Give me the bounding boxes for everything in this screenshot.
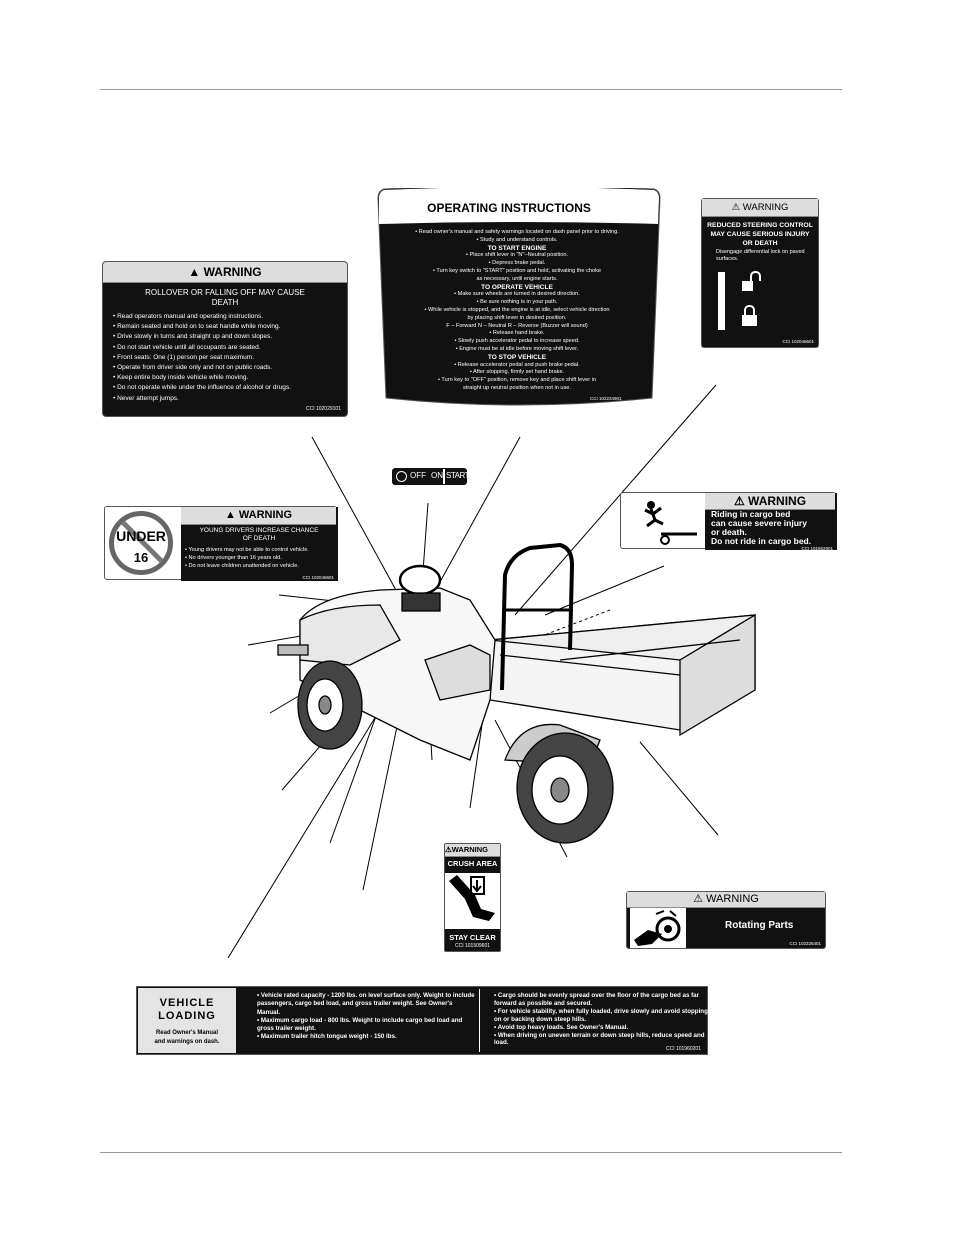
warning-header-bar: ▲ WARNING bbox=[103, 262, 347, 283]
key-off-label: OFF bbox=[410, 471, 426, 480]
list-item: Remain seated and hold on to seat handle… bbox=[113, 322, 291, 332]
part-number: CCI 101652901 bbox=[801, 546, 833, 551]
vehicle-loading-decal: VEHICLE LOADING Read Owner's Manual and … bbox=[136, 986, 708, 1055]
warning-header-bar: ▲ WARNING bbox=[181, 507, 336, 525]
list-item: Avoid top heavy loads. See Owner's Manua… bbox=[494, 1024, 708, 1032]
warning-triangle-icon: ▲ bbox=[188, 265, 204, 279]
under16-label: UNDER bbox=[116, 528, 166, 544]
part-number: CCI 102234901 bbox=[590, 396, 622, 401]
under16-title: YOUNG DRIVERS INCREASE CHANCE OF DEATH bbox=[199, 527, 319, 542]
list-item: Keep entire body inside vehicle while mo… bbox=[113, 373, 291, 383]
lock-bar-graphic bbox=[718, 272, 725, 330]
rotating-parts-hand-icon bbox=[630, 908, 686, 948]
warning-triangle-icon: ⚠ bbox=[445, 845, 452, 854]
list-item: Drive slowly in turns and straight up an… bbox=[113, 332, 291, 342]
crush-area-label: CRUSH AREA bbox=[447, 859, 498, 868]
loading-column-1: Vehicle rated capacity - 1200 lbs. on le… bbox=[257, 992, 475, 1042]
locked-padlock-icon bbox=[742, 305, 758, 327]
warning-header-bar: ⚠WARNING bbox=[445, 844, 500, 857]
part-number: CCI 102046601 bbox=[782, 339, 814, 344]
key-on-label: ON bbox=[431, 471, 443, 480]
rollover-warning-decal: ▲ WARNING ROLLOVER OR FALLING OFF MAY CA… bbox=[102, 261, 348, 417]
list-item: For vehicle stability, when fully loaded… bbox=[494, 1008, 708, 1024]
steering-text: Disengage differential lock on paved sur… bbox=[716, 249, 805, 262]
list-item: Cargo should be evenly spread over the f… bbox=[494, 992, 708, 1008]
part-number: CCI 101509601 bbox=[454, 943, 491, 949]
key-divider bbox=[443, 469, 445, 484]
steering-warning-decal: ⚠ WARNING REDUCED STEERING CONTROL MAY C… bbox=[701, 198, 819, 348]
part-number: CCI 102029101 bbox=[305, 406, 341, 412]
cargo-riding-body: ⚠ WARNING Riding in cargo bed can cause … bbox=[705, 493, 837, 551]
warning-triangle-icon: ▲ bbox=[224, 509, 239, 521]
list-item: Do not start vehicle until all occupants… bbox=[113, 343, 291, 353]
crush-area-warning-decal: ⚠WARNING CRUSH AREA STAY CLEAR CCI 10150… bbox=[444, 843, 501, 952]
rotating-parts-warning-decal: ⚠ WARNING Rotating Parts CCI 102326401 bbox=[626, 891, 826, 949]
list-item: Do not operate while under the influence… bbox=[113, 383, 291, 393]
warning-header-bar: ⚠ WARNING bbox=[702, 199, 818, 217]
key-circle-icon bbox=[396, 471, 407, 482]
no-under-16-icon bbox=[109, 511, 173, 575]
list-item: Vehicle rated capacity - 1200 lbs. on le… bbox=[257, 992, 475, 1017]
list-item: Operate from driver side only and not on… bbox=[113, 363, 291, 373]
under16-number: 16 bbox=[133, 550, 149, 565]
under16-body: ▲ WARNING YOUNG DRIVERS INCREASE CHANCE … bbox=[181, 507, 338, 581]
bottom-rule bbox=[100, 1152, 842, 1153]
part-number: CCI 102326401 bbox=[789, 941, 821, 946]
loading-column-2: Cargo should be evenly spread over the f… bbox=[494, 992, 708, 1047]
steering-title: REDUCED STEERING CONTROL MAY CAUSE SERIO… bbox=[707, 222, 813, 247]
warning-header-bar: ⚠ WARNING bbox=[705, 493, 835, 510]
loading-divider bbox=[479, 989, 480, 1052]
loading-subtitle-2: and warnings on dash. bbox=[154, 1039, 220, 1045]
part-number: CCI 102046601 bbox=[302, 575, 334, 580]
under16-list: Young drivers may not be able to control… bbox=[185, 546, 309, 570]
key-start-label: START bbox=[446, 471, 469, 480]
utility-vehicle bbox=[277, 542, 756, 844]
operating-body: • Read owner's manual and safety warning… bbox=[415, 229, 619, 391]
part-number: CCI 101960201 bbox=[665, 1046, 701, 1052]
list-item: When driving on uneven terrain or down s… bbox=[494, 1032, 708, 1048]
list-item: No drivers younger than 16 years old. bbox=[185, 554, 309, 562]
rollover-title: ROLLOVER OR FALLING OFF MAY CAUSE DEATH bbox=[145, 288, 305, 307]
loading-title-2: LOADING bbox=[158, 1010, 216, 1022]
list-item: Maximum trailer hitch tongue weight - 15… bbox=[257, 1033, 475, 1041]
list-item: Front seats: One (1) person per seat max… bbox=[113, 353, 291, 363]
list-item: Read operators manual and operating inst… bbox=[113, 312, 291, 322]
loading-title-1: VEHICLE bbox=[159, 997, 215, 1009]
warning-triangle-icon: ⚠ bbox=[693, 893, 707, 905]
list-item: Maximum cargo load - 800 lbs. Weight to … bbox=[257, 1017, 475, 1034]
loading-subtitle-1: Read Owner's Manual bbox=[155, 1030, 219, 1036]
hand-crush-icon bbox=[445, 873, 500, 929]
operating-decal-shape bbox=[377, 188, 661, 406]
list-item: Do not leave children unattended on vehi… bbox=[185, 562, 309, 570]
warning-header-bar: ⚠ WARNING bbox=[627, 892, 825, 908]
falling-rider-icon bbox=[644, 501, 697, 545]
unlocked-padlock-icon bbox=[742, 271, 761, 293]
warning-triangle-icon: ⚠ bbox=[731, 202, 743, 213]
loading-title-panel: VEHICLE LOADING Read Owner's Manual and … bbox=[138, 988, 236, 1053]
operating-title: OPERATING INSTRUCTIONS bbox=[427, 201, 591, 215]
under16-warning-decal: UNDER 16 ▲ WARNING YOUNG DRIVERS INCREAS… bbox=[104, 506, 338, 581]
cargo-riding-text: Riding in cargo bed can cause severe inj… bbox=[711, 509, 812, 546]
operating-instructions-decal: OPERATING INSTRUCTIONS • Read owner's ma… bbox=[376, 188, 662, 410]
rollover-list: Read operators manual and operating inst… bbox=[113, 312, 291, 404]
top-rule bbox=[100, 89, 842, 90]
rotating-parts-text: Rotating Parts bbox=[725, 920, 794, 931]
key-switch-decal: OFF ON START bbox=[392, 468, 469, 485]
list-item: Young drivers may not be able to control… bbox=[185, 546, 308, 554]
list-item: Never attempt jumps. bbox=[113, 394, 291, 404]
cargo-riding-warning-decal: ⚠ WARNING Riding in cargo bed can cause … bbox=[620, 492, 837, 551]
warning-triangle-icon: ⚠ bbox=[733, 494, 749, 508]
stay-clear-label: STAY CLEAR bbox=[449, 933, 496, 942]
